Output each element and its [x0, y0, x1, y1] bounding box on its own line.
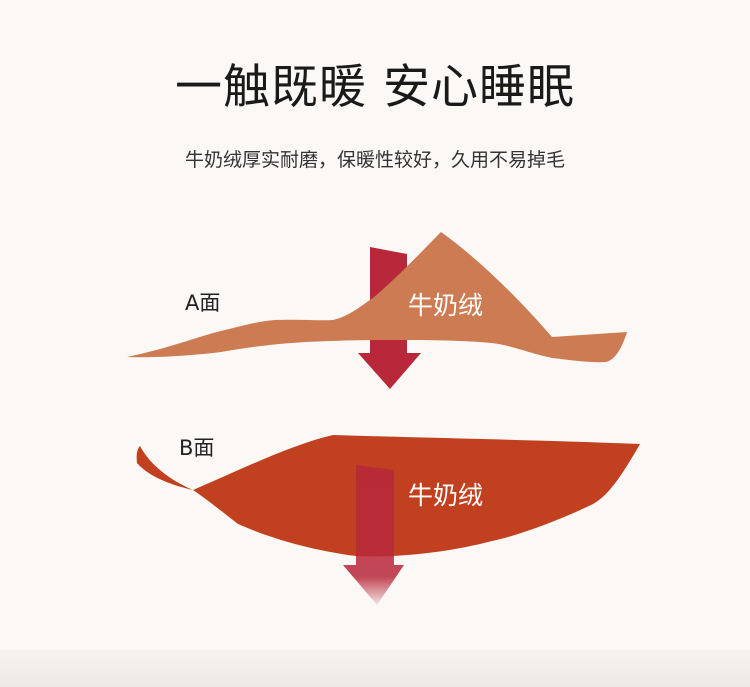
footer-band — [0, 650, 750, 687]
side-a-material-label: 牛奶绒 — [408, 291, 484, 320]
side-b-label: B面 — [179, 436, 215, 460]
fabric-a-shape — [127, 232, 627, 363]
page-title: 一触既暖 安心睡眠 — [175, 60, 575, 115]
side-a-label: A面 — [185, 291, 221, 315]
page-subtitle: 牛奶绒厚实耐磨，保暖性较好，久用不易掉毛 — [184, 149, 565, 171]
side-b-material-label: 牛奶绒 — [408, 481, 484, 510]
arrow-b-icon — [343, 465, 404, 605]
